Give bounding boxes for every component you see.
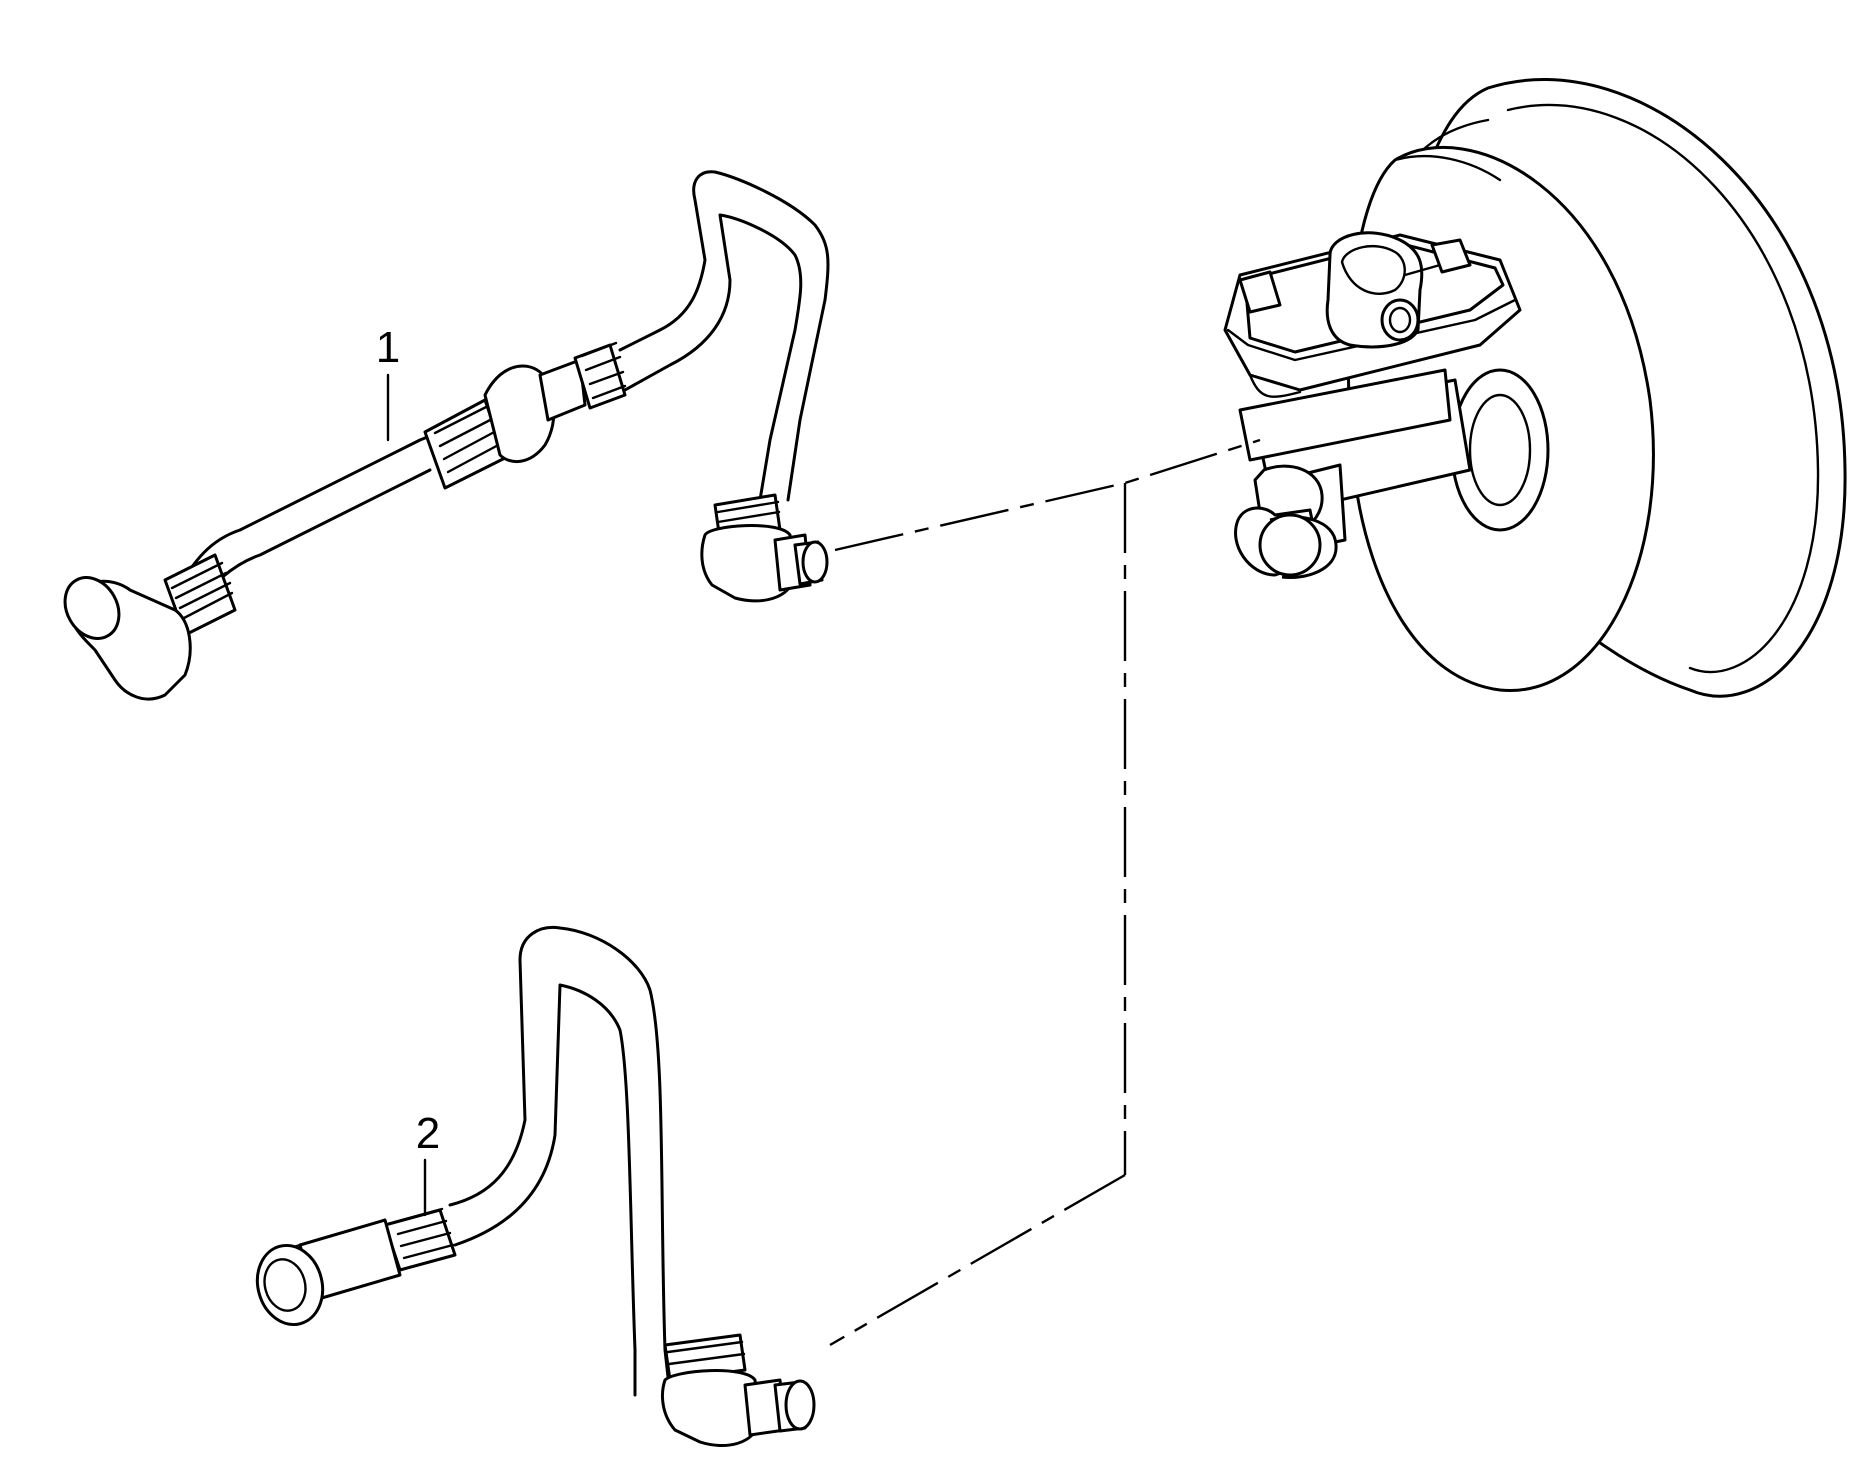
callout-label-2: 2 — [416, 1109, 440, 1158]
callout-1: 1 — [376, 323, 400, 442]
vacuum-hose-1 — [63, 170, 830, 701]
leader-hose-2-to-booster — [829, 1173, 1126, 1347]
leader-hose-1-to-booster — [834, 438, 1261, 552]
callout-2: 2 — [416, 1109, 440, 1217]
vacuum-hose-2 — [255, 925, 816, 1447]
connection-leaders — [829, 438, 1261, 1347]
master-cylinder — [1223, 231, 1522, 580]
callout-label-1: 1 — [376, 323, 400, 372]
